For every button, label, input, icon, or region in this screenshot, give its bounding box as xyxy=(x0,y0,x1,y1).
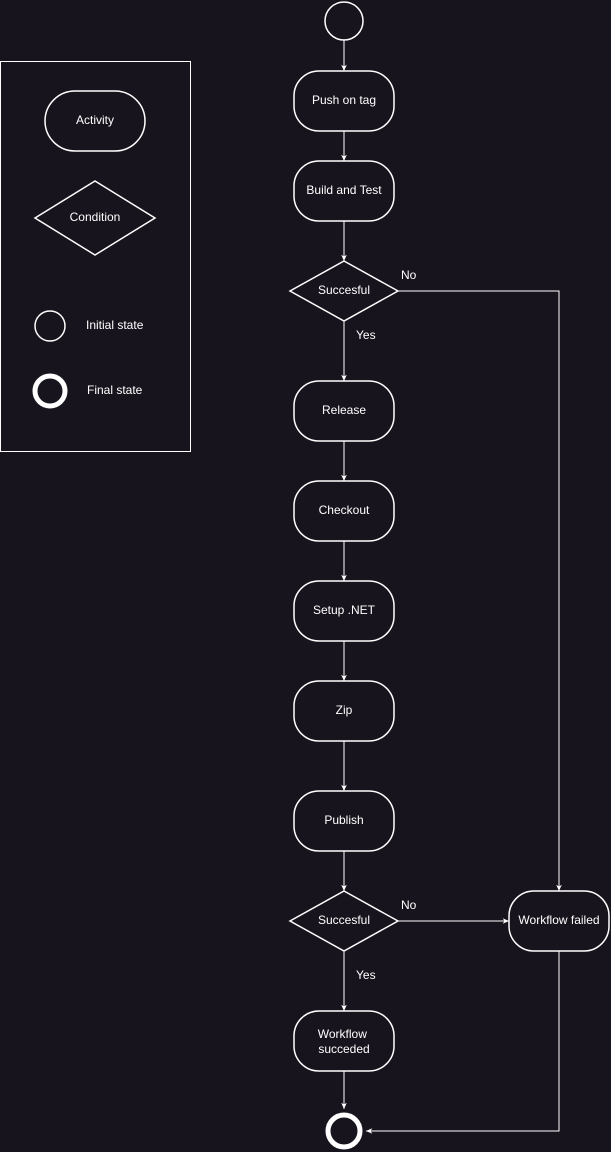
edge-label-yes-2: Yes xyxy=(356,968,376,982)
legend-condition-shape xyxy=(33,180,157,256)
legend-box xyxy=(0,61,191,452)
activity-build-and-test-label: Build and Test xyxy=(306,183,382,197)
activity-workflow-succeded-label-line1: Workflow xyxy=(318,1027,367,1041)
activity-setup-net-label: Setup .NET xyxy=(313,603,376,617)
legend-final-state-shape xyxy=(32,373,68,409)
activity-checkout xyxy=(293,480,395,542)
activity-build-and-test xyxy=(293,160,395,222)
edge-label-yes-1: Yes xyxy=(356,328,376,342)
legend: Activity Condition Initial state Final s… xyxy=(0,61,191,452)
activity-workflow-failed-label: Workflow failed xyxy=(518,913,599,927)
activity-push-on-tag xyxy=(293,70,395,132)
edge-label-no-2: No xyxy=(401,898,417,912)
activity-release-label: Release xyxy=(322,403,366,417)
legend-activity-label: Activity xyxy=(76,113,114,127)
activity-publish xyxy=(293,790,395,852)
activity-checkout-label: Checkout xyxy=(319,503,370,517)
activity-zip xyxy=(293,680,395,742)
activity-publish-label: Publish xyxy=(324,813,363,827)
activity-workflow-succeded-label-line2: succeded xyxy=(318,1042,369,1056)
edge-labels: No Yes No Yes xyxy=(356,268,417,982)
legend-initial-state-shape xyxy=(34,310,66,342)
condition-succesful-2-label: Succesful xyxy=(318,913,370,927)
activity-setup-net xyxy=(293,580,395,642)
edge-failed-end xyxy=(366,951,560,1134)
activity-release xyxy=(293,380,395,442)
activity-push-on-tag-label: Push on tag xyxy=(312,93,376,107)
legend-activity-shape xyxy=(44,90,146,152)
nodes: Push on tag Build and Test Succesful Rel… xyxy=(288,1,610,1150)
final-state-node xyxy=(325,1112,363,1150)
activity-workflow-succeded xyxy=(293,1010,395,1072)
legend-final-state-label: Final state xyxy=(87,383,143,397)
condition-succesful-1-label: Succesful xyxy=(318,283,370,297)
activity-workflow-succeded-label: Workflow succeded xyxy=(318,1027,370,1056)
activity-workflow-failed xyxy=(508,890,610,952)
edge-label-no-1: No xyxy=(401,268,417,282)
condition-succesful-2 xyxy=(288,890,400,952)
initial-state-node xyxy=(324,1,364,41)
edges xyxy=(341,40,562,1134)
condition-succesful-1 xyxy=(288,260,400,322)
legend-initial-state-label: Initial state xyxy=(86,318,144,332)
activity-zip-label: Zip xyxy=(336,703,353,717)
legend-condition-label: Condition xyxy=(70,210,121,224)
edge-succesful-1-failed xyxy=(398,290,562,891)
